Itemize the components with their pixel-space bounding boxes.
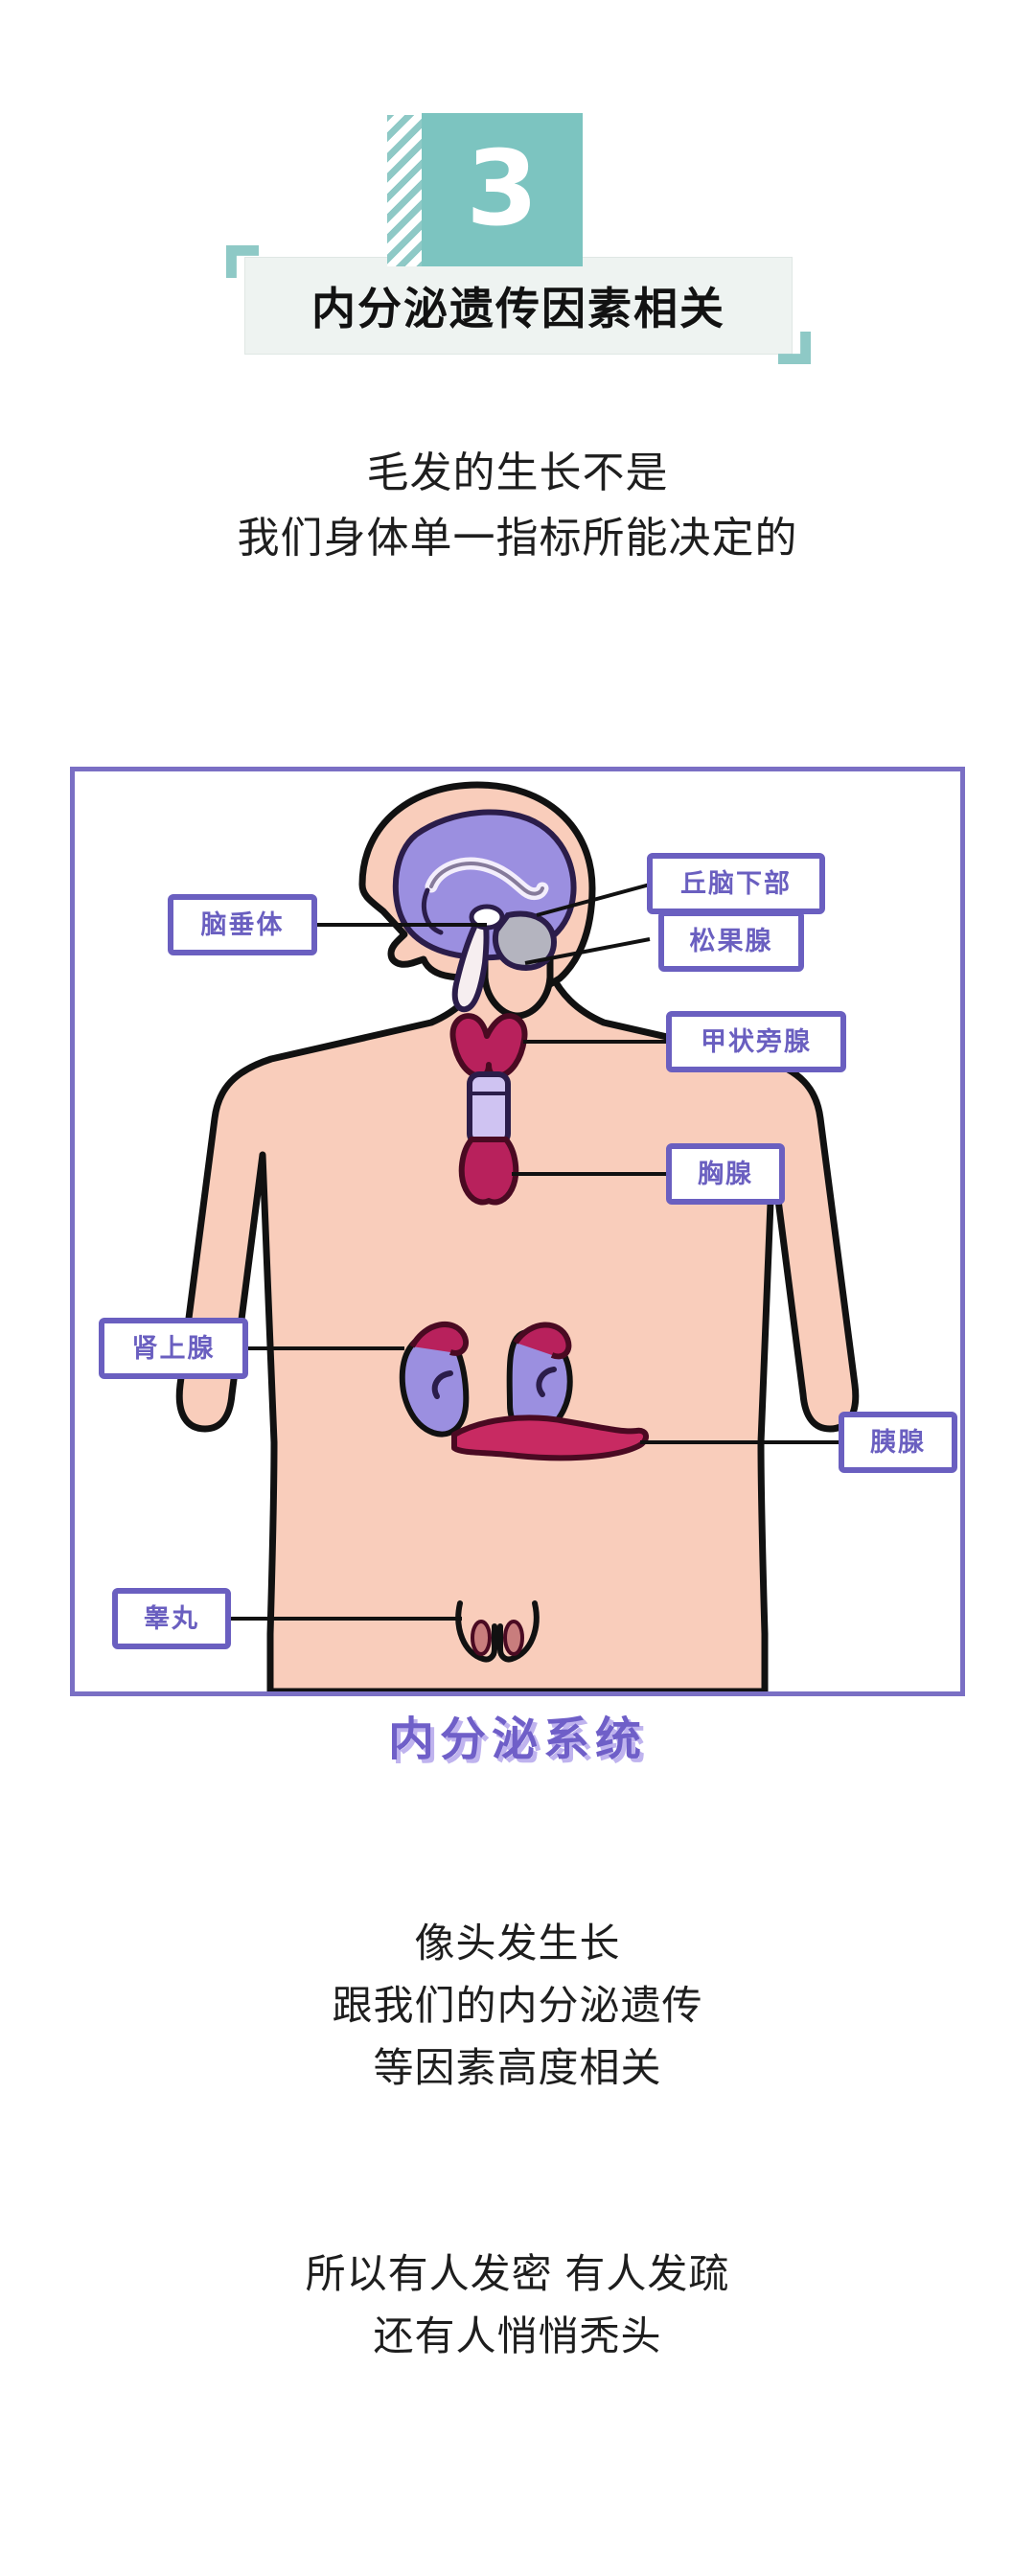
label-text: 松果腺 <box>690 927 773 956</box>
section-number-badge: 3 <box>422 113 583 266</box>
label-box <box>666 1143 785 1205</box>
section-number: 3 <box>466 129 539 249</box>
endocrine-diagram-frame: 丘脑下部 松果腺 脑垂体 甲状旁腺 胸腺 肾上腺 胰腺 <box>70 767 965 1696</box>
body-text-block-2: 所以有人发密 有人发疏 还有人悄悄秃头 <box>0 2242 1035 2367</box>
body-text-block-1: 像头发生长 跟我们的内分泌遗传 等因素高度相关 <box>0 1912 1035 2099</box>
label-box <box>99 1318 248 1379</box>
label-testes[interactable]: 睾丸 <box>112 1588 231 1649</box>
header: 3 内分泌遗传因素相关 <box>0 0 1035 364</box>
label-box <box>666 1011 846 1072</box>
label-text: 肾上腺 <box>132 1334 216 1364</box>
label-text: 睾丸 <box>144 1604 199 1634</box>
leader-lines <box>228 883 841 1621</box>
hatch-decoration <box>387 115 426 266</box>
label-box <box>112 1588 231 1649</box>
trachea-shape <box>467 1071 511 1146</box>
diagram-caption: 内分泌系统 <box>387 1713 647 1766</box>
testes-organ <box>455 1600 540 1663</box>
diagram-caption-wrap: 内分泌系统 <box>0 1701 1035 1768</box>
label-text: 脑垂体 <box>201 910 285 940</box>
endocrine-system-illustration: 丘脑下部 松果腺 脑垂体 甲状旁腺 胸腺 肾上腺 胰腺 <box>99 781 957 1691</box>
label-parathyroid[interactable]: 甲状旁腺 <box>666 1011 846 1072</box>
cerebellum-organ <box>493 910 558 971</box>
label-box <box>168 894 317 955</box>
label-thymus[interactable]: 胸腺 <box>666 1143 785 1205</box>
label-box <box>839 1412 957 1473</box>
page-title: 内分泌遗传因素相关 <box>311 284 725 334</box>
pancreas-organ <box>451 1414 649 1461</box>
pituitary-organ <box>451 915 490 1013</box>
label-adrenal[interactable]: 肾上腺 <box>99 1318 248 1379</box>
thymus-organ <box>458 1137 519 1206</box>
subtitle-block: 毛发的生长不是 我们身体单一指标所能决定的 <box>0 441 1035 571</box>
label-pituitary[interactable]: 脑垂体 <box>168 894 317 955</box>
label-text: 胰腺 <box>870 1428 926 1458</box>
label-text: 胸腺 <box>698 1160 753 1189</box>
label-hypothalamus[interactable]: 丘脑下部 <box>647 853 825 914</box>
subtitle-line-1: 毛发的生长不是 <box>366 449 669 496</box>
title-banner: 内分泌遗传因素相关 <box>244 257 793 355</box>
pituitary-gland-icon <box>469 904 505 931</box>
label-pancreas[interactable]: 胰腺 <box>839 1412 957 1473</box>
subtitle-line-2: 我们身体单一指标所能决定的 <box>237 515 798 563</box>
body-line-1: 像头发生长 <box>414 1920 621 1966</box>
label-text: 甲状旁腺 <box>701 1026 812 1057</box>
body-line-4: 所以有人发密 有人发疏 <box>305 2251 730 2296</box>
adrenal-kidney-group <box>399 1322 573 1438</box>
body-line-2: 跟我们的内分泌遗传 <box>332 1983 703 2029</box>
body-line-3: 等因素高度相关 <box>373 2045 662 2091</box>
label-pineal[interactable]: 松果腺 <box>658 910 804 972</box>
label-box <box>658 910 804 972</box>
title-banner-wrap: 内分泌遗传因素相关 <box>0 245 1035 364</box>
body-line-5: 还有人悄悄秃头 <box>373 2313 662 2359</box>
label-text: 丘脑下部 <box>680 868 792 899</box>
